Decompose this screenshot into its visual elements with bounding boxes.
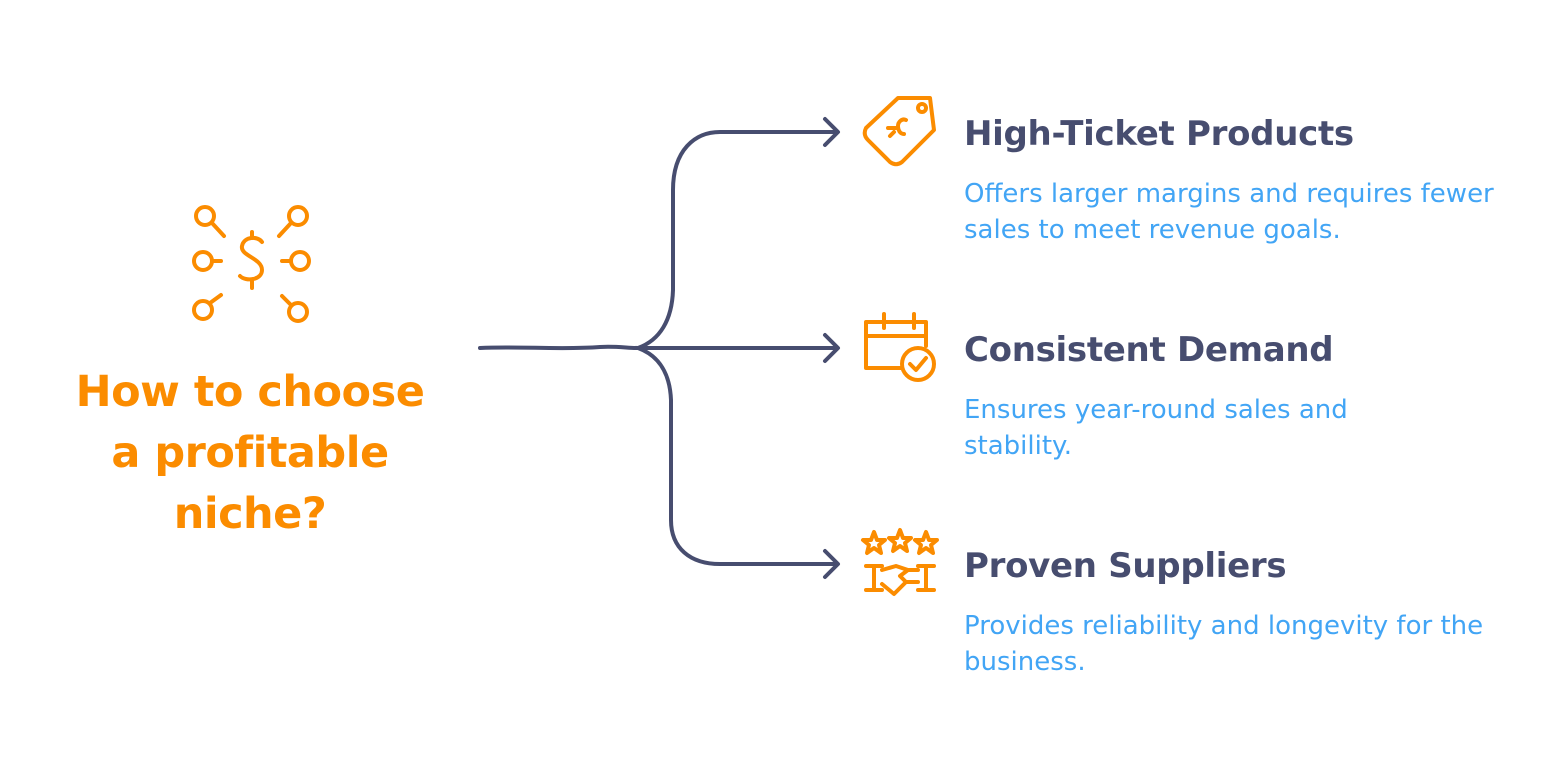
trunk-line xyxy=(478,344,640,351)
branch-title: Consistent Demand xyxy=(964,330,1334,370)
title-line-2: a profitable xyxy=(111,428,389,478)
price-tag-icon xyxy=(862,96,936,167)
branch-description: Provides reliability and longevity for t… xyxy=(964,611,1484,677)
arrowhead-2 xyxy=(823,333,840,363)
arrowhead-1 xyxy=(823,117,840,147)
calendar-check-icon xyxy=(864,312,936,382)
branch-title: Proven Suppliers xyxy=(964,546,1287,586)
branch-description: Offers larger margins and requires fewer… xyxy=(964,179,1494,245)
title-line-1: How to choose xyxy=(75,367,425,417)
title-line-3: niche? xyxy=(173,489,327,539)
main-question-title: How to choose a profitable niche? xyxy=(30,362,470,545)
branch-consistent-demand: Consistent Demand Ensures year-round sal… xyxy=(964,328,1524,464)
branch-line-3 xyxy=(636,346,838,566)
branch-proven-suppliers: Proven Suppliers Provides reliability an… xyxy=(964,544,1524,680)
stars-handshake-icon xyxy=(861,528,939,596)
branch-high-ticket-products: High-Ticket Products Offers larger margi… xyxy=(964,112,1524,248)
branch-line-1 xyxy=(636,130,838,350)
money-search-network-icon xyxy=(192,205,311,323)
arrowhead-3 xyxy=(823,549,840,579)
branch-title: High-Ticket Products xyxy=(964,114,1354,154)
branch-description: Ensures year-round sales and stability. xyxy=(964,395,1348,461)
